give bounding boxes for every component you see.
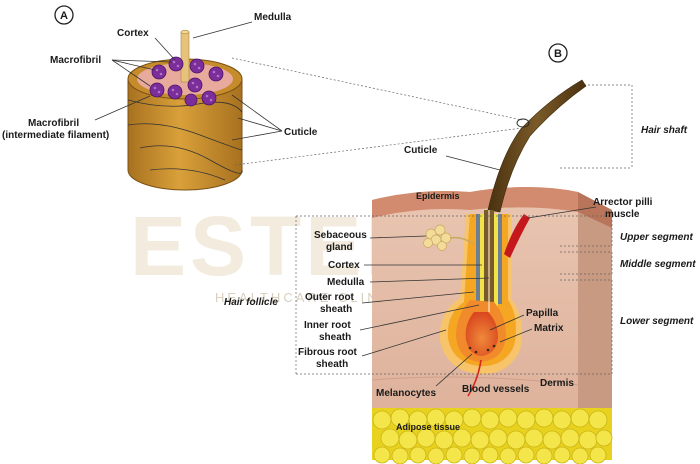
label-epidermis: Epidermis xyxy=(416,191,460,201)
label-melanocytes: Melanocytes xyxy=(376,388,436,399)
label-a-macrofibril: Macrofibril xyxy=(50,55,101,66)
label-matrix: Matrix xyxy=(534,323,564,334)
panel-a-cross-section xyxy=(127,29,243,191)
hair-follicle xyxy=(439,210,522,397)
label-outer-root-1: Outer root xyxy=(305,292,355,303)
label-b-medulla: Medulla xyxy=(327,277,365,288)
label-arrector-1: Arrector pilli xyxy=(593,197,653,208)
panel-a-badge xyxy=(54,5,74,25)
label-lower-segment: Lower segment xyxy=(620,316,694,327)
label-hair-shaft: Hair shaft xyxy=(641,125,688,136)
panel-b-badge xyxy=(548,43,568,63)
label-a-cuticle: Cuticle xyxy=(284,127,318,138)
label-sebaceous-2: gland xyxy=(326,242,353,253)
label-blood-vessels: Blood vessels xyxy=(462,384,530,395)
label-fibrous-root-2: sheath xyxy=(316,359,348,370)
label-outer-root-2: sheath xyxy=(320,304,352,315)
skin-block xyxy=(371,187,613,464)
label-b-cuticle: Cuticle xyxy=(404,145,438,156)
label-sebaceous-1: Sebaceous xyxy=(314,230,367,241)
label-a-medulla: Medulla xyxy=(254,12,292,23)
label-papilla: Papilla xyxy=(526,308,559,319)
label-adipose: Adipose tissue xyxy=(396,422,460,432)
label-hair-follicle: Hair follicle xyxy=(224,297,278,308)
label-middle-segment: Middle segment xyxy=(620,259,696,270)
arrector-pili-muscle xyxy=(504,214,530,258)
label-b-cortex: Cortex xyxy=(328,260,360,271)
label-a-macrofibril-if-2: (intermediate filament) xyxy=(2,130,109,141)
label-inner-root-1: Inner root xyxy=(304,320,351,331)
label-dermis: Dermis xyxy=(540,378,574,389)
sebaceous-gland xyxy=(423,224,452,251)
label-upper-segment: Upper segment xyxy=(620,232,693,243)
panel-b-letter: B xyxy=(554,48,562,60)
label-a-macrofibril-if-1: Macrofibril xyxy=(28,118,79,129)
label-a-cortex: Cortex xyxy=(117,28,149,39)
watermark-subtext: HEALTHCARE CLINIC xyxy=(215,290,399,305)
label-arrector-2: muscle xyxy=(605,209,640,220)
hair-shaft xyxy=(487,79,587,213)
label-fibrous-root-1: Fibrous root xyxy=(298,347,358,358)
panel-a-letter: A xyxy=(60,10,68,22)
label-inner-root-2: sheath xyxy=(319,332,351,343)
